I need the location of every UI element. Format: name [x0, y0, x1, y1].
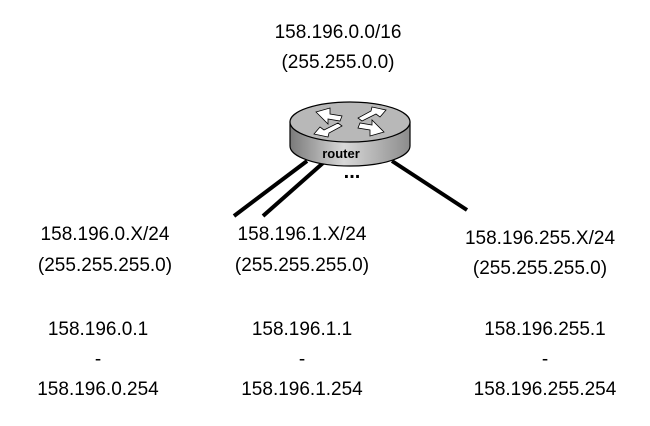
subnet-range-dash: - [94, 349, 102, 370]
subnet-mask: (255.255.255.0) [472, 258, 608, 279]
subnet-range-dash: - [298, 349, 306, 370]
router-icon [289, 101, 411, 167]
subnet-range-end: 158.196.0.254 [37, 379, 159, 400]
link-subnet-255 [390, 159, 469, 212]
ellipsis: ... [343, 161, 361, 183]
subnet-cidr: 158.196.255.X/24 [464, 228, 616, 249]
top-network-mask: (255.255.0.0) [281, 52, 395, 73]
subnet-cidr: 158.196.1.X/24 [237, 224, 367, 245]
subnet-range-start: 158.196.1.1 [251, 319, 353, 340]
subnet-cidr: 158.196.0.X/24 [40, 224, 170, 245]
router-label: router [322, 146, 360, 161]
link-subnet-1 [261, 161, 325, 218]
subnet-range-end: 158.196.1.254 [241, 379, 363, 400]
subnet-range-start: 158.196.0.1 [47, 319, 149, 340]
subnet-range-end: 158.196.255.254 [473, 379, 617, 400]
subnet-range-dash: - [541, 349, 549, 370]
subnet-mask: (255.255.255.0) [234, 255, 370, 276]
top-network-cidr: 158.196.0.0/16 [274, 22, 402, 43]
link-subnet-0 [232, 159, 309, 218]
subnet-range-start: 158.196.255.1 [484, 319, 606, 340]
subnet-mask: (255.255.255.0) [37, 255, 173, 276]
